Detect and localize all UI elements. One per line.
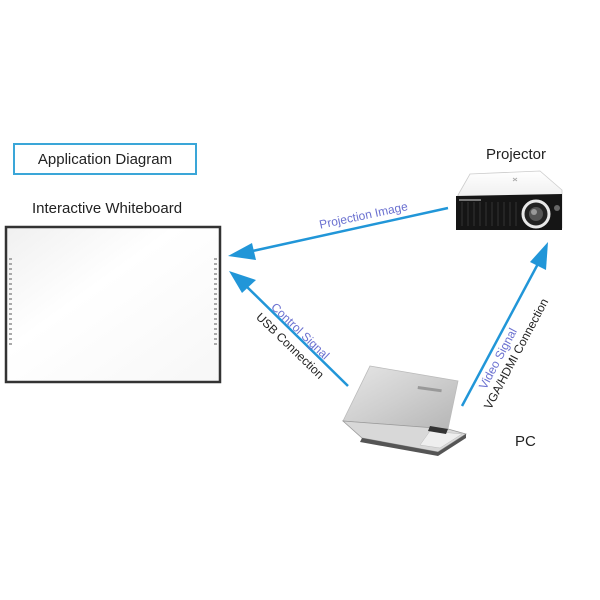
arrow-control-signal <box>229 271 349 387</box>
diagram-title: Application Diagram <box>37 150 173 168</box>
pc-label: PC <box>515 433 536 450</box>
diagram-title-box: Application Diagram <box>13 143 197 175</box>
arrow-video-signal <box>460 242 548 407</box>
whiteboard-label: Interactive Whiteboard <box>32 200 183 217</box>
laptop-icon <box>341 365 467 456</box>
arrow-projection-image <box>228 206 449 260</box>
whiteboard-icon <box>4 225 222 384</box>
projector-icon <box>456 170 563 230</box>
projector-label: Projector <box>486 146 547 163</box>
